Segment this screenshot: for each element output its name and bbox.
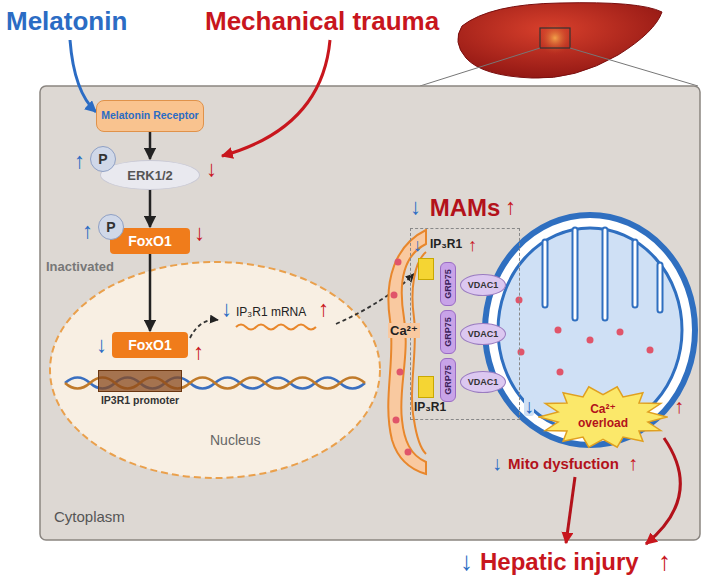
text-label: Mechanical trauma (205, 8, 439, 34)
node-text: GRP75 (443, 269, 453, 299)
signal-arrow (149, 254, 152, 331)
phospho-circle: P (98, 214, 124, 240)
signal-arrow (149, 132, 152, 159)
signal-arrow (149, 190, 152, 227)
vdac1-channel: VDAC1 (460, 274, 506, 296)
vdac1-channel: VDAC1 (460, 371, 506, 393)
ip3r1-channel: IP₃R1 (408, 376, 452, 416)
ip3r1-channel (418, 376, 434, 398)
change-arrow: ↓ (524, 396, 534, 416)
change-arrow: ↑ (318, 298, 329, 320)
node-text: P (106, 219, 115, 235)
node-text: Melatonin Receptor (101, 110, 198, 122)
change-arrow: ↑ (505, 196, 516, 218)
change-arrow: ↓ (221, 298, 232, 320)
text-label: Melatonin (6, 8, 127, 34)
change-arrow: ↑ (658, 548, 671, 574)
promoter-box: IP3R1 promoter (92, 366, 188, 410)
grp75-protein: GRP75 (440, 358, 456, 402)
change-arrow: ↓ (492, 453, 502, 473)
change-arrow: ↑ (82, 220, 93, 242)
change-arrow: ↓ (194, 222, 205, 244)
change-arrow: ↑ (468, 236, 477, 254)
calcium-overload-burst: Ca²⁺ overload (538, 385, 668, 449)
change-arrow: ↓ (413, 236, 422, 254)
node-text: P (98, 151, 107, 167)
node-text: FoxO1 (128, 337, 172, 353)
ip3r1-channel (418, 258, 434, 280)
text-label: Ca²⁺ (388, 323, 420, 338)
change-arrow: ↓ (96, 334, 107, 356)
node-text: Cytoplasm (54, 508, 125, 525)
receptor-box: Melatonin Receptor (96, 100, 204, 132)
cell: CytoplasmMelatonin ReceptorERK1/2PFoxO1P… (40, 86, 700, 540)
change-arrow: ↓ (460, 548, 473, 574)
node-text: MAMs (411, 196, 519, 220)
grp75-protein: GRP75 (440, 262, 456, 306)
node-text: FoxO1 (128, 233, 172, 249)
node-text: VDAC1 (468, 329, 499, 339)
change-arrow: ↑ (628, 453, 638, 473)
kinase-ellipse: ERK1/2 (100, 160, 200, 190)
node-text: GRP75 (443, 317, 453, 347)
node-text: IP3R1 promoter (92, 394, 188, 407)
node-text: VDAC1 (468, 280, 499, 290)
change-arrow: ↓ (410, 196, 421, 218)
foxo1-box: FoxO1 (112, 332, 188, 358)
change-arrow: ↑ (674, 396, 684, 416)
change-arrow: ↑ (74, 150, 85, 172)
node-text: Nucleus (210, 432, 261, 448)
grp75-protein: GRP75 (440, 310, 456, 354)
text-label: Inactivated (46, 260, 114, 273)
promoter-segment (98, 370, 182, 392)
mams-region: MAMsIP₃R1GRP75GRP75GRP75VDAC1VDAC1VDAC1I… (410, 228, 520, 420)
change-arrow: ↓ (206, 158, 217, 180)
vdac1-channel: VDAC1 (460, 323, 506, 345)
change-arrow: ↑ (193, 341, 204, 363)
node-text: Ca²⁺ overload (570, 403, 636, 431)
node-text: ERK1/2 (127, 168, 173, 183)
text-label: Mito dysfuction (508, 456, 619, 471)
text-label: IP₃R1 mRNA (236, 306, 306, 318)
node-text: IP₃R1 (408, 401, 452, 413)
node-text: GRP75 (443, 365, 453, 395)
phospho-circle: P (90, 146, 116, 172)
nucleus: Nucleus FoxO1IP3R1 promoter (50, 262, 380, 478)
node-text: IP₃R1 (424, 238, 468, 250)
node-text: VDAC1 (468, 377, 499, 387)
text-label: Hepatic injury (480, 550, 639, 574)
